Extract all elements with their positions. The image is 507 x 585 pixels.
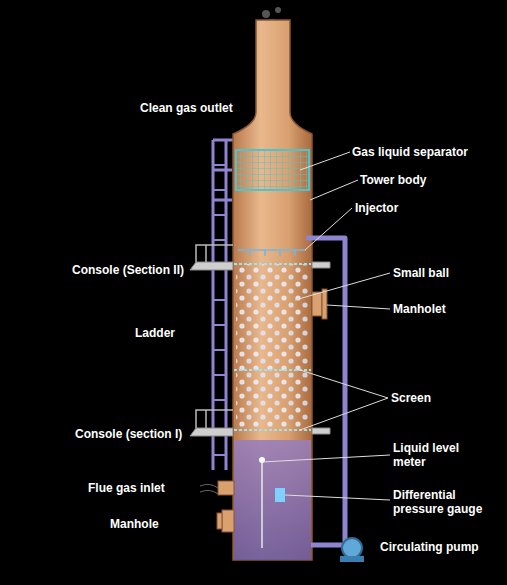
- part-label: Clean gas outlet: [140, 101, 270, 115]
- manhole: [217, 289, 327, 532]
- small-balls: [236, 264, 309, 428]
- part-label: Manholet: [393, 302, 503, 316]
- part-label: Liquid level meter: [393, 441, 473, 469]
- separator-mesh: [236, 150, 309, 190]
- screens: [234, 264, 311, 430]
- part-label: Console (section I): [75, 427, 215, 441]
- part-label: Manhole: [110, 517, 210, 531]
- console-rails: [196, 245, 233, 428]
- part-label: Gas liquid separator: [352, 145, 502, 159]
- instruments: [259, 457, 285, 548]
- tower-body: [233, 20, 312, 560]
- circulating-pump: [340, 538, 364, 562]
- part-label: Screen: [391, 391, 501, 405]
- flue-gas-inlet: [200, 481, 234, 495]
- part-label: Flue gas inlet: [88, 481, 208, 495]
- part-label: Ladder: [135, 326, 205, 340]
- part-label: Injector: [355, 201, 495, 215]
- circulating-pipe: [306, 238, 345, 545]
- part-label: Small ball: [393, 266, 503, 280]
- part-label: Tower body: [360, 173, 500, 187]
- part-label: Circulating pump: [380, 540, 505, 554]
- injector: [238, 250, 306, 256]
- part-label: Differential pressure gauge: [393, 488, 505, 516]
- consoles: [190, 262, 330, 436]
- liquid-tank: [234, 440, 311, 560]
- part-label: Console (Section II): [72, 263, 212, 277]
